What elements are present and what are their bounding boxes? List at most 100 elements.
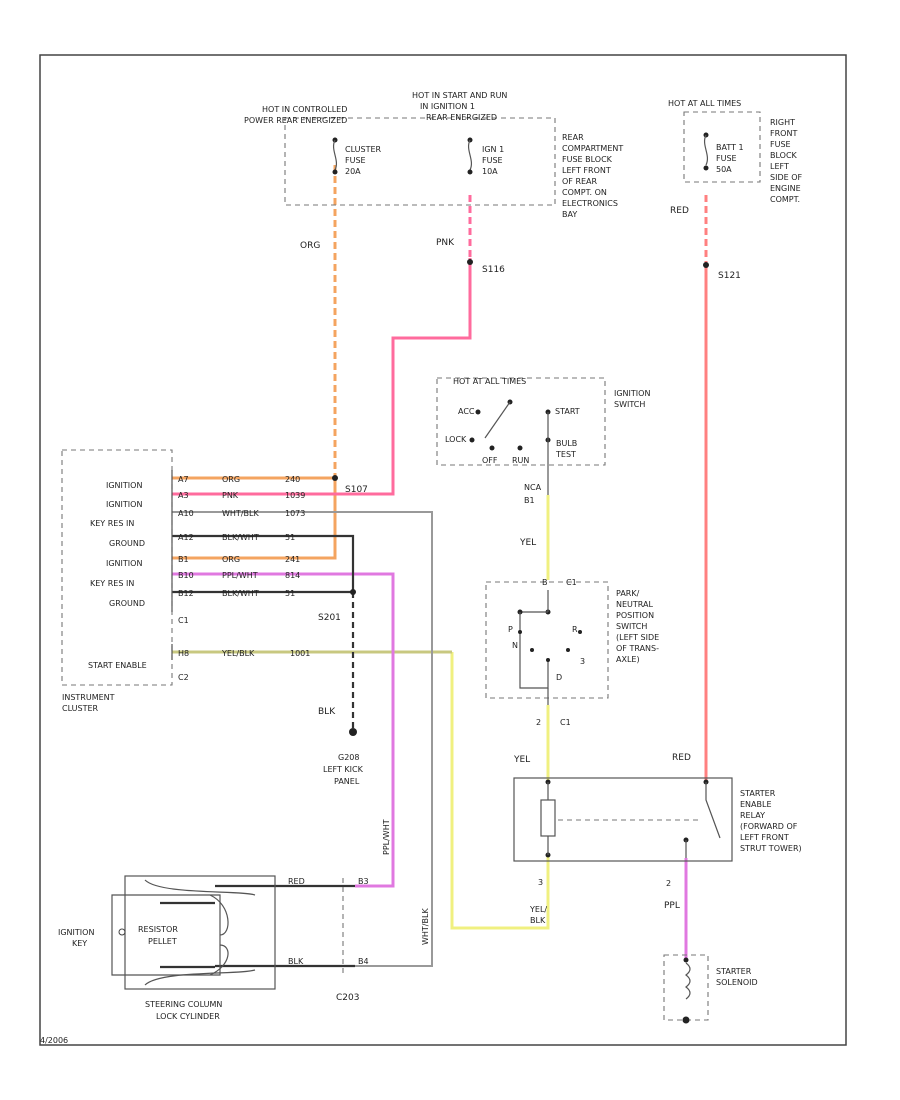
bulb-label-2: TEST	[555, 450, 576, 459]
cluster-c2: C2	[178, 673, 189, 682]
right-block-caption: FUSE	[770, 140, 791, 149]
cluster-pin: A10	[178, 509, 194, 518]
pplwht-wire	[172, 572, 395, 888]
c203-label: C203	[336, 993, 359, 1003]
yelblk-wire	[450, 652, 550, 930]
ign-hot-label: HOT AT ALL TIMES	[453, 377, 526, 386]
pns-letter: 3	[580, 657, 585, 666]
splice-s116	[467, 259, 473, 265]
ign-fuse-label-2: FUSE	[482, 156, 503, 165]
lock-cyl-name-2: LOCK CYLINDER	[156, 1012, 220, 1021]
cluster-circuit: 1039	[285, 491, 305, 500]
pns-name: NEUTRAL	[616, 600, 653, 609]
red-top-label: RED	[670, 206, 689, 216]
relay-name: (FORWARD OF	[740, 822, 798, 831]
b3-label: B3	[358, 877, 369, 886]
connector-c203: B3 B4 C203	[336, 877, 369, 1003]
g208-label-2: LEFT KICK	[323, 765, 364, 774]
pnk-wire-2	[172, 258, 472, 496]
cluster-pin: A12	[178, 533, 194, 542]
hot-controlled-label: HOT IN CONTROLLED	[262, 105, 347, 114]
pns-name: AXLE)	[616, 655, 640, 664]
start-enable-color: YEL/BLK	[221, 649, 255, 658]
relay-name: STARTER	[740, 789, 776, 798]
cluster-row-label: IGNITION	[106, 500, 142, 509]
whtblk-wire	[172, 511, 433, 967]
splice-s201	[350, 589, 356, 595]
pplwht-label: PPL/WHT	[382, 819, 391, 855]
b4-label: B4	[358, 957, 369, 966]
pns-c1-lower: C1	[560, 718, 571, 727]
org-label: ORG	[300, 241, 320, 251]
acc-label: ACC	[458, 407, 475, 416]
splice-s107	[332, 475, 338, 481]
cluster-fuse-label-3: 20A	[345, 167, 361, 176]
yel-label-1: YEL	[519, 538, 536, 548]
pns-letter: R	[572, 625, 578, 634]
cluster-pin: B10	[178, 571, 194, 580]
cluster-wire-color: ORG	[222, 475, 240, 484]
yelblk-label: YEL/	[529, 905, 547, 914]
s116-label: S116	[482, 265, 505, 275]
cluster-circuit: 51	[285, 589, 295, 598]
resistor-label: RESISTOR	[138, 925, 178, 934]
cluster-circuit: 51	[285, 533, 295, 542]
ign-switch-name: IGNITION	[614, 389, 650, 398]
start-enable-pin: H8	[178, 649, 189, 658]
cluster-pin: A3	[178, 491, 189, 500]
solenoid-name: STARTER	[716, 967, 752, 976]
relay-name: STRUT TOWER)	[740, 844, 802, 853]
yelblk-label-2: BLK	[530, 916, 546, 925]
ign-key-label: IGNITION	[58, 928, 94, 937]
cluster-pin: A7	[178, 475, 189, 484]
ign-key-label-2: KEY	[72, 939, 87, 948]
rear-block-caption: REAR	[562, 133, 584, 142]
cluster-wire-color: PNK	[222, 491, 239, 500]
pns-letter: P	[508, 625, 513, 634]
cluster-wire-color: ORG	[222, 555, 240, 564]
starter-solenoid: STARTER SOLENOID	[663, 954, 758, 1024]
pns-pin-2: 2	[536, 718, 541, 727]
pns-letter: D	[556, 673, 562, 682]
relay-name: ENABLE	[740, 800, 772, 809]
g208-label: G208	[338, 753, 359, 762]
cluster-row-label: KEY RES IN	[90, 579, 134, 588]
lock-red-label: RED	[288, 877, 305, 886]
s201-label: S201	[318, 613, 341, 623]
rear-block-caption: BAY	[562, 210, 577, 219]
cluster-pin: B12	[178, 589, 194, 598]
starter-enable-relay: STARTER ENABLE RELAY (FORWARD OF LEFT FR…	[513, 777, 802, 862]
relay-name: LEFT FRONT	[740, 833, 789, 842]
cluster-fuse-label-2: FUSE	[345, 156, 366, 165]
resistor-label-2: PELLET	[148, 937, 177, 946]
instrument-cluster: IGNITION IGNITION KEY RES IN GROUND IGNI…	[61, 449, 310, 713]
park-neutral-switch: B C1 P N R D 3 PARK/ NEUTRAL POSITION SW…	[485, 578, 659, 705]
ign-fuse-label-3: 10A	[482, 167, 498, 176]
hot-controlled-label-2: POWER REAR ENERGIZED	[244, 116, 347, 125]
cluster-row-label: KEY RES IN	[90, 519, 134, 528]
pns-name: SWITCH	[616, 622, 647, 631]
s121-label: S121	[718, 271, 741, 281]
start-enable-label: START ENABLE	[88, 661, 147, 670]
right-block-caption: SIDE OF	[770, 173, 802, 182]
pns-name: POSITION	[616, 611, 654, 620]
ppl-label: PPL	[664, 901, 680, 911]
ign-switch-name-2: SWITCH	[614, 400, 645, 409]
nca-label-2: B1	[524, 496, 535, 505]
cluster-circuit: 1073	[285, 509, 305, 518]
diagram-frame	[39, 54, 847, 1046]
hot-start-label: HOT IN START AND RUN	[412, 91, 507, 100]
bulb-label: BULB	[556, 439, 577, 448]
relay-pin-2: 2	[666, 879, 671, 888]
pns-pin: B	[542, 578, 548, 587]
lock-blk-label: BLK	[288, 957, 304, 966]
ign-fuse-label: IGN 1	[482, 145, 504, 154]
rear-block-caption: COMPARTMENT	[562, 144, 623, 153]
cluster-wire-color: PPL/WHT	[222, 571, 258, 580]
nca-label: NCA	[524, 483, 542, 492]
hot-all-times-label: HOT AT ALL TIMES	[668, 99, 741, 108]
cluster-pin: B1	[178, 555, 189, 564]
cluster-row-label: IGNITION	[106, 559, 142, 568]
splice-s121	[703, 262, 709, 268]
relay-name: RELAY	[740, 811, 765, 820]
